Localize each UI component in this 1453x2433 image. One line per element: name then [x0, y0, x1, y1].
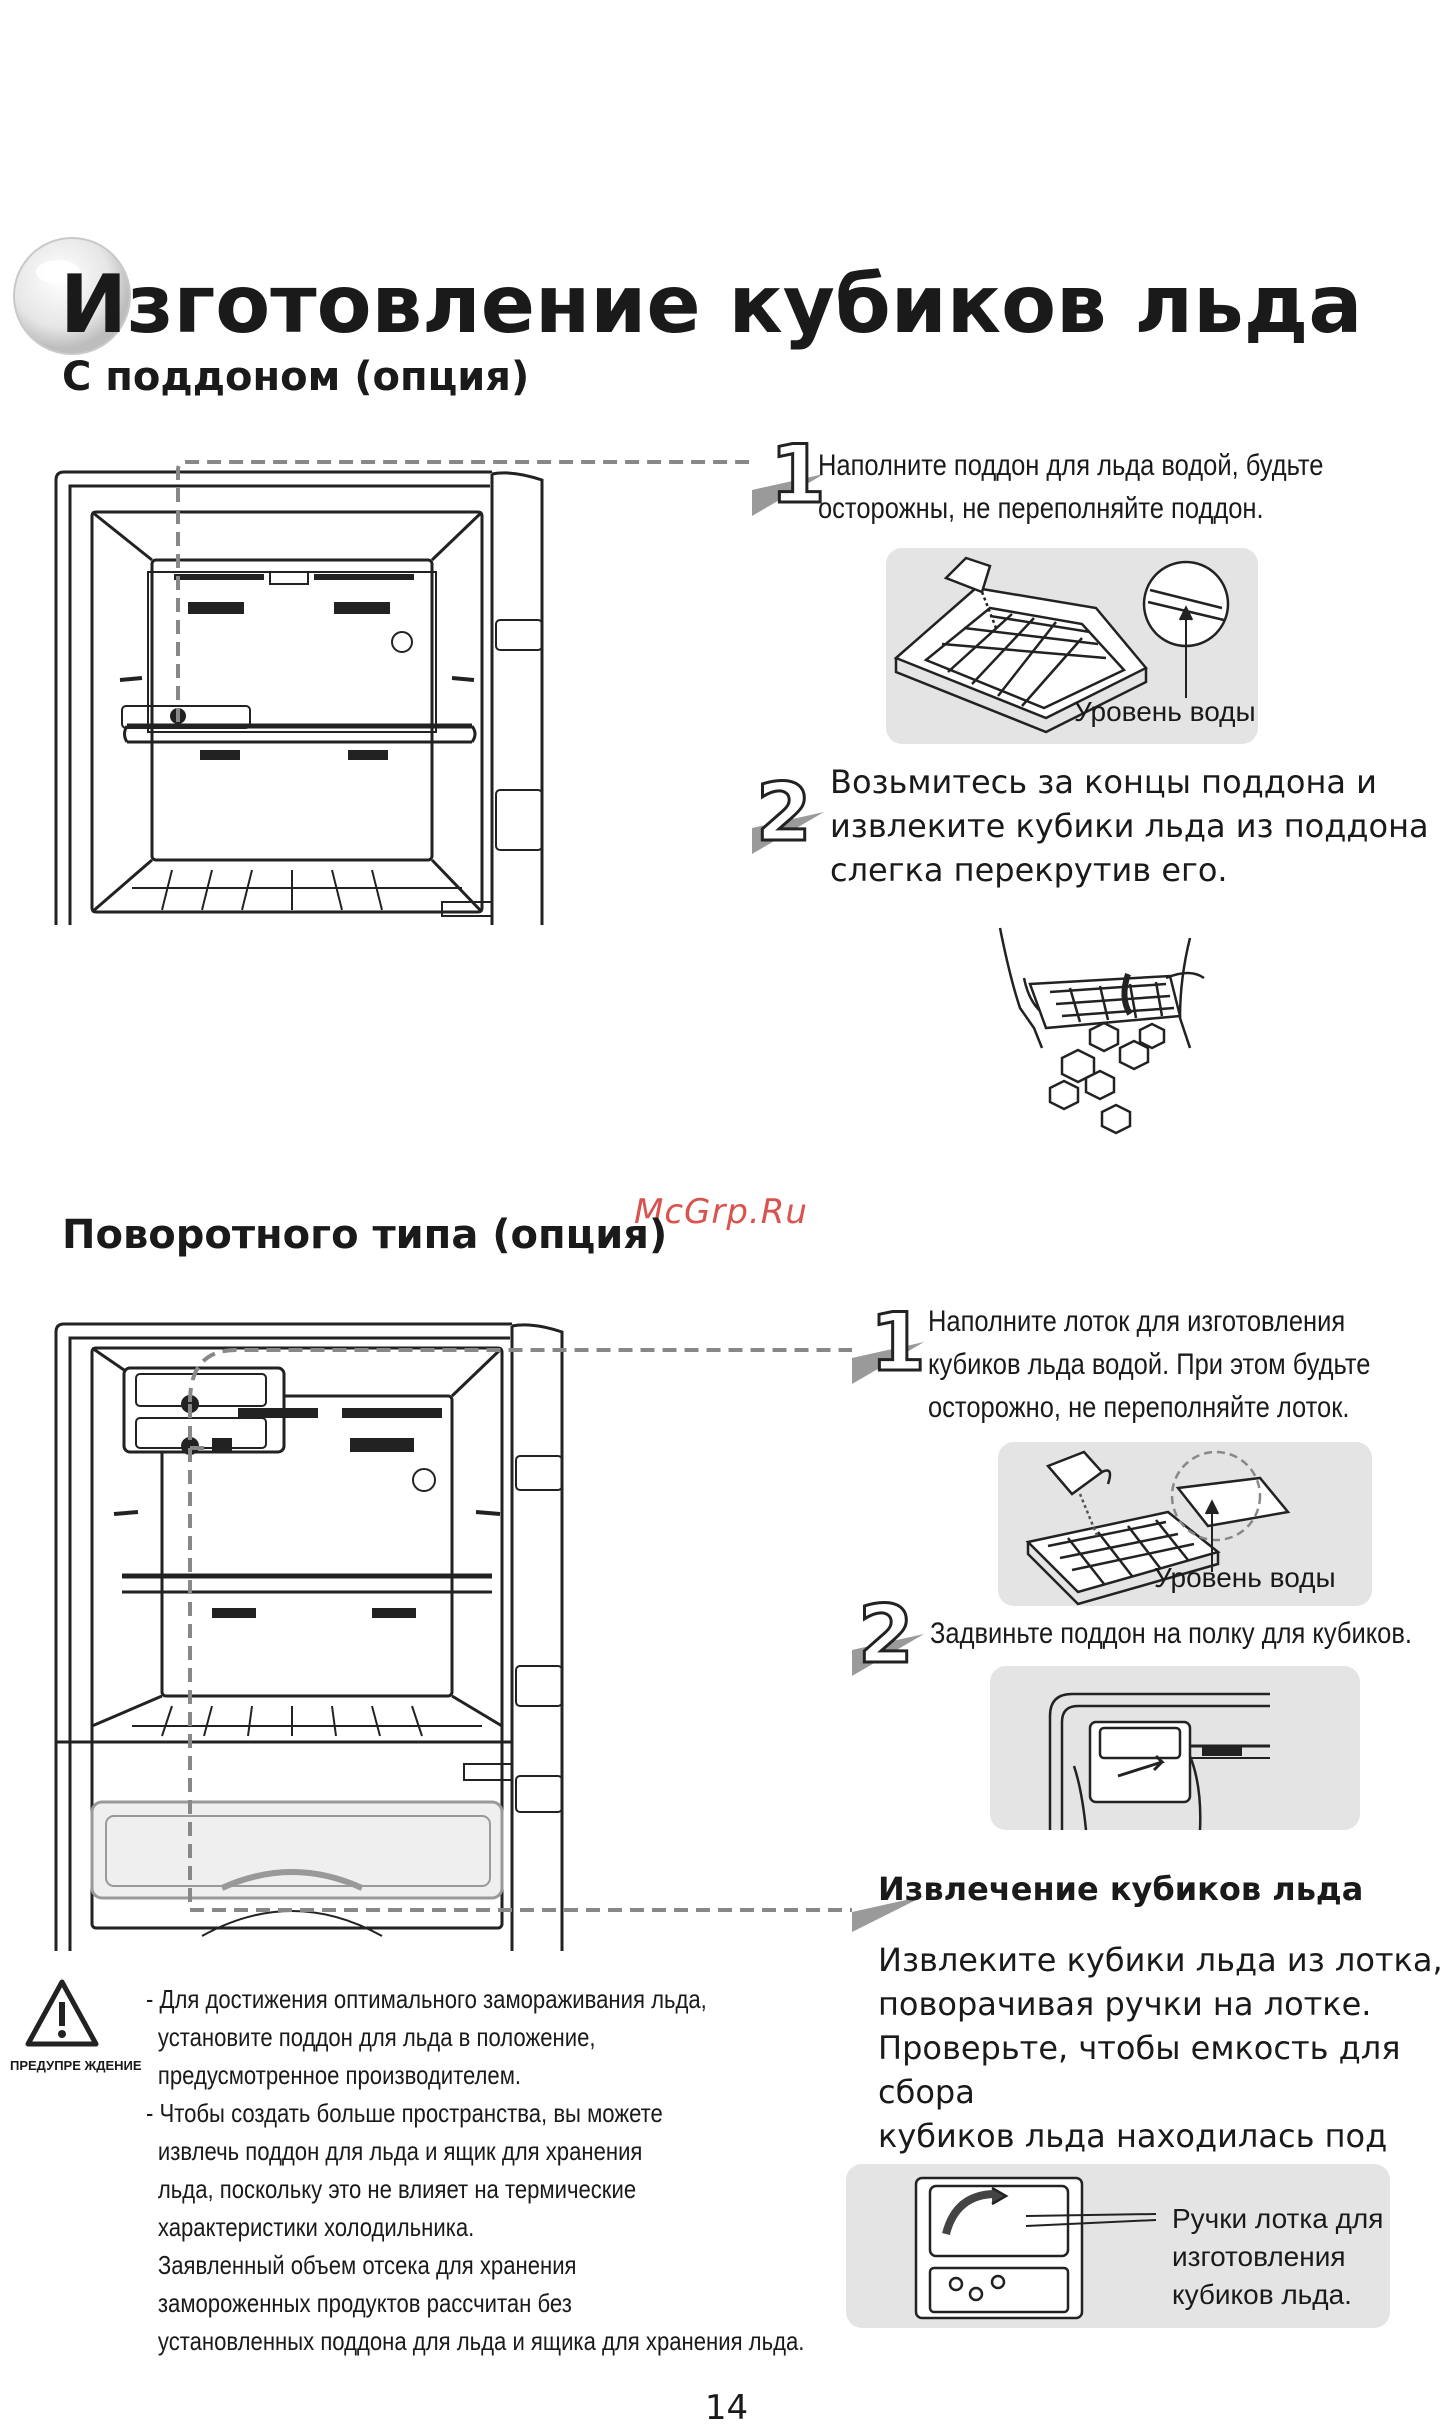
warning-notes: - Для достижения оптимального заморажива…: [146, 1980, 921, 2360]
twist-step-2-number-badge: 2: [852, 1587, 924, 1683]
step-2-number-badge: 2: [752, 765, 824, 861]
warning-line: предусмотренное производителем.: [157, 2060, 522, 2090]
freezer-icemaker-illustration: [54, 1322, 564, 1951]
svg-text:1: 1: [870, 1296, 926, 1389]
svg-text:2: 2: [858, 1588, 914, 1681]
page-title: Изготовление кубиков льда: [60, 258, 1363, 351]
watermark-text: McGrp.Ru: [634, 1192, 808, 1232]
warning-label: ПРЕДУПРЕ ЖДЕНИЕ: [10, 2058, 142, 2073]
step-1-instruction: Наполните поддон для льда водой, будьте …: [818, 449, 1324, 525]
water-level-caption-1: Уровень воды: [1074, 696, 1256, 727]
title-bubble-icon: [13, 237, 131, 355]
removal-heading: Извлечение кубиков льда: [878, 1870, 1364, 1908]
slide-tray-illustration: [1048, 1692, 1270, 1831]
svg-text:1: 1: [770, 428, 826, 521]
twist-step-2-instruction: Задвиньте поддон на полку для кубиков.: [930, 1617, 1413, 1650]
svg-text:2: 2: [756, 766, 812, 859]
warning-line: установите поддон для льда в положение,: [157, 2022, 596, 2052]
twist-step-1-number-badge: 1: [852, 1295, 927, 1391]
warning-line: замороженных продуктов рассчитан без: [157, 2288, 572, 2318]
warning-line: характеристики холодильника.: [157, 2212, 475, 2242]
removal-heading-badge: [852, 1896, 924, 1932]
section-heading-tray: С поддоном (опция): [62, 354, 530, 400]
icemaker-handles-illustration: [914, 2176, 1157, 2320]
warning-line: установленных поддона для льда и ящика д…: [157, 2326, 805, 2356]
warning-line: - Для достижения оптимального заморажива…: [146, 1984, 707, 2014]
step-2-instruction: Возьмитесь за концы поддона и извлеките …: [830, 763, 1429, 889]
freezer-tray-illustration: [54, 470, 544, 925]
warning-line: Заявленный объем отсека для хранения: [157, 2250, 577, 2280]
handles-caption: Ручки лотка для изготовления кубиков льд…: [1172, 2203, 1384, 2310]
step-1-number-badge: 1: [752, 427, 827, 523]
warning-line: извлечь поддон для льда и ящик для хране…: [157, 2136, 643, 2166]
page-number: 14: [704, 2388, 749, 2428]
water-level-caption-2: Уровень воды: [1154, 1562, 1336, 1593]
twist-step-1-instruction: Наполните лоток для изготовления кубиков…: [928, 1305, 1371, 1424]
icemaker-fill-illustration: [1025, 1450, 1291, 1606]
twist-tray-hands-illustration: [998, 927, 1205, 1135]
warning-line: льда, поскольку это не влияет на термиче…: [157, 2174, 637, 2204]
section-heading-twist: Поворотного типа (опция): [62, 1212, 668, 1258]
ice-tray-fill-illustration: [893, 556, 1230, 734]
warning-line: - Чтобы создать больше пространства, вы …: [146, 2098, 663, 2128]
warning-triangle-icon: [25, 1979, 99, 2047]
